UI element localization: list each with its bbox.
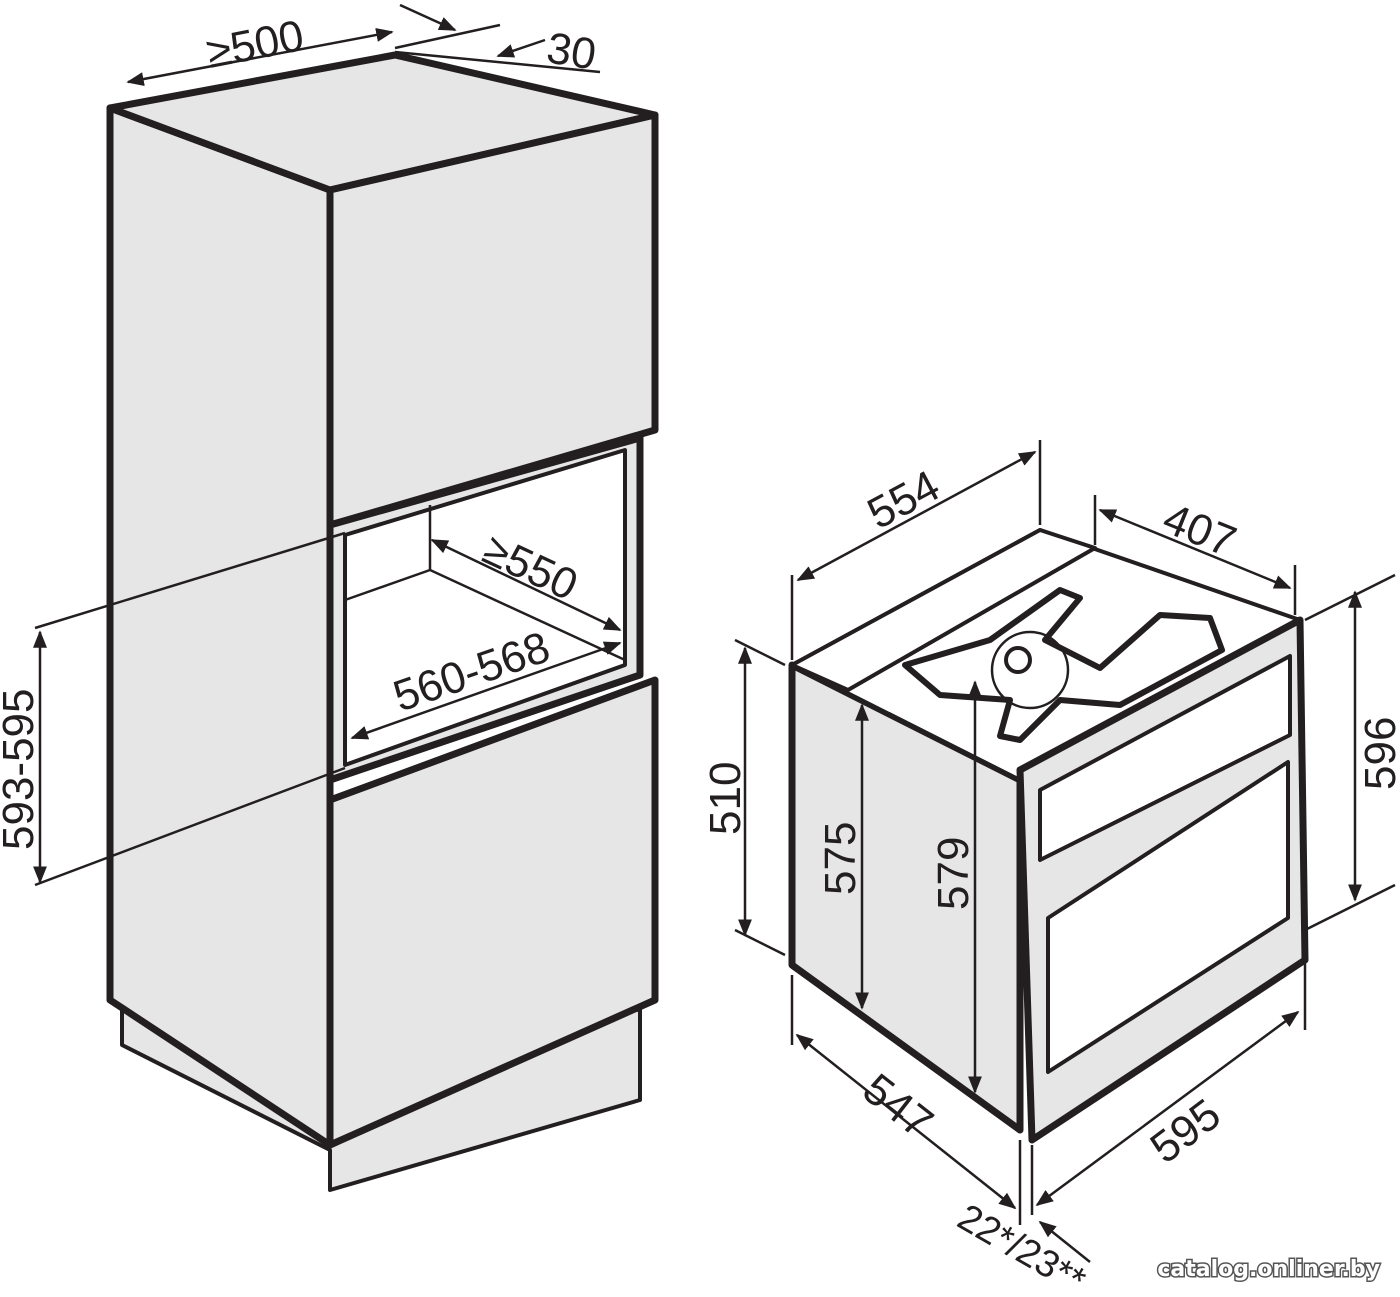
dim-line-554: [796, 450, 1037, 582]
cabinet-side-panel: [106, 104, 334, 1149]
label-oven-554: 554: [860, 461, 948, 539]
label-vent-30: 30: [543, 23, 599, 79]
label-oven-575: 575: [816, 822, 865, 895]
dim-line-vent-30b: [496, 38, 546, 58]
oven-control-panel: [1038, 654, 1292, 862]
dim-line-depth-500: [126, 28, 394, 86]
label-oven-595: 595: [1142, 1090, 1230, 1173]
ext-596-bottom: [1304, 883, 1396, 932]
label-oven-547: 547: [854, 1064, 942, 1148]
niche-height-ext-bottom: [34, 766, 346, 887]
watermark: catalog.onliner.by: [1157, 1257, 1380, 1282]
ext-510-bottom: [734, 928, 786, 957]
upper-cabinet-door: [326, 111, 659, 529]
niche-height-ext-top: [34, 531, 346, 630]
label-depth-500: ≥500: [203, 11, 308, 78]
ext-510-top: [734, 638, 786, 667]
vent-ext-line-1: [394, 23, 501, 50]
dim-line-niche-width: [350, 641, 622, 740]
heating-element-center: [1004, 646, 1032, 674]
label-oven-510: 510: [701, 762, 750, 835]
oven-unit: [788, 528, 1309, 1144]
dim-line-niche-depth: [430, 538, 622, 632]
label-oven-407: 407: [1156, 494, 1242, 567]
dim-line-407: [1098, 508, 1292, 590]
ext-596-top: [1304, 573, 1396, 622]
dim-line-595: [1035, 1010, 1300, 1207]
heating-element: [902, 587, 1225, 743]
cabinet-dimension-lines: [33, 3, 622, 884]
label-oven-579: 579: [929, 837, 978, 910]
dim-line-547: [795, 1033, 1017, 1210]
niche-floor-edge: [344, 568, 431, 602]
dim-line-vent-30: [399, 3, 457, 32]
vent-ext-line-2: [394, 50, 601, 74]
label-oven-596: 596: [1356, 717, 1400, 790]
label-niche-height: 593-595: [0, 689, 43, 850]
oven-dimension-lines: [734, 440, 1396, 1263]
heating-element-ring: [990, 630, 1070, 710]
dim-line-front-thickness: [1038, 1220, 1091, 1263]
